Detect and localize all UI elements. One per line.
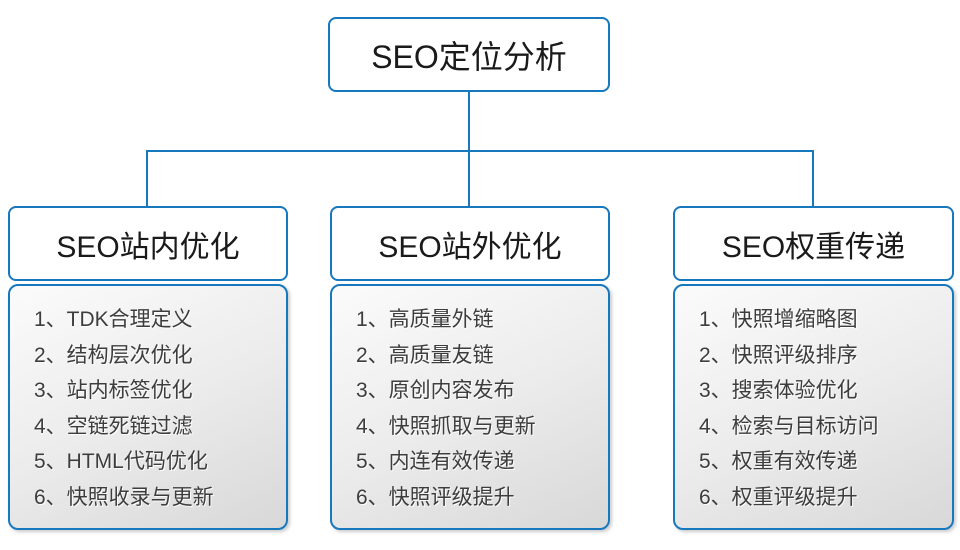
list-item: 6、快照收录与更新 [34, 485, 214, 509]
list-onsite-items: 1、TDK合理定义 2、结构层次优化 3、站内标签优化 4、空链死链过滤 5、H… [34, 302, 278, 515]
list-item: 5、权重有效传递 [699, 450, 858, 473]
list-weight: 1、快照增缩略图 2、快照评级排序 3、搜索体验优化 4、检索与目标访问 5、权… [673, 284, 954, 530]
list-item: 5、HTML代码优化 [34, 450, 208, 473]
list-item: 1、快照增缩略图 [699, 308, 858, 331]
list-item: 1、TDK合理定义 [34, 308, 193, 331]
list-item: 2、结构层次优化 [34, 343, 193, 367]
list-item: 6、快照评级提升 [356, 485, 515, 509]
list-item: 3、站内标签优化 [34, 379, 193, 402]
column-header-onsite-title: SEO站内优化 [56, 230, 240, 264]
list-item: 1、高质量外链 [356, 308, 494, 331]
connector-horizontal [146, 150, 814, 152]
list-offsite-items: 1、高质量外链 2、高质量友链 3、原创内容发布 4、快照抓取与更新 5、内连有… [356, 302, 600, 515]
connector-right-drop [812, 150, 814, 206]
list-item: 5、内连有效传递 [356, 450, 515, 473]
list-item: 2、快照评级排序 [699, 343, 858, 367]
list-item: 6、权重评级提升 [699, 485, 858, 509]
column-header-offsite-title: SEO站外优化 [378, 230, 562, 264]
list-weight-items: 1、快照增缩略图 2、快照评级排序 3、搜索体验优化 4、检索与目标访问 5、权… [699, 302, 944, 515]
list-item: 4、空链死链过滤 [34, 414, 193, 438]
list-item: 4、检索与目标访问 [699, 414, 879, 438]
root-node: SEO定位分析 [328, 17, 610, 92]
column-header-weight-title: SEO权重传递 [721, 230, 906, 264]
column-header-offsite: SEO站外优化 [330, 206, 610, 281]
list-offsite: 1、高质量外链 2、高质量友链 3、原创内容发布 4、快照抓取与更新 5、内连有… [330, 284, 610, 530]
list-onsite: 1、TDK合理定义 2、结构层次优化 3、站内标签优化 4、空链死链过滤 5、H… [8, 284, 288, 530]
column-header-onsite: SEO站内优化 [8, 206, 288, 281]
connector-left-drop [146, 150, 148, 206]
list-item: 3、搜索体验优化 [699, 379, 858, 402]
list-item: 4、快照抓取与更新 [356, 414, 536, 438]
list-item: 2、高质量友链 [356, 343, 494, 367]
root-node-title: SEO定位分析 [371, 38, 567, 75]
connector-root-to-middle [468, 92, 470, 206]
column-header-weight: SEO权重传递 [673, 206, 954, 281]
list-item: 3、原创内容发布 [356, 379, 515, 402]
